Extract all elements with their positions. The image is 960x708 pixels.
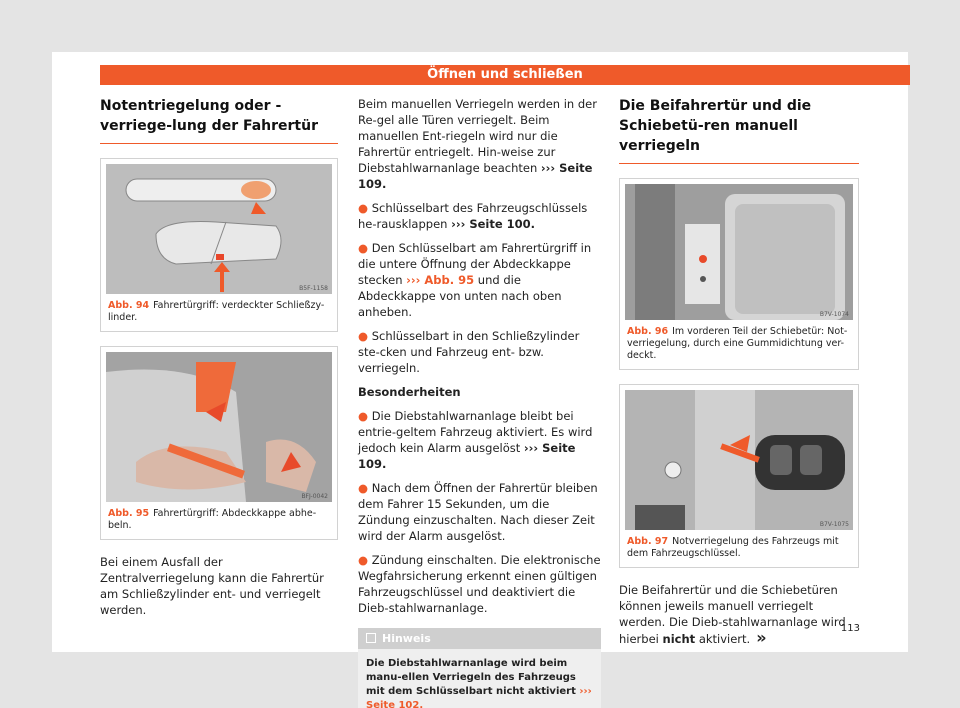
figure-96-image: B7V-1074 xyxy=(625,184,853,320)
page-ref[interactable]: ››› Seite 109. xyxy=(358,441,576,471)
bullet-icon: ● xyxy=(358,201,369,215)
column-3: Die Beifahrertür und die Schiebetü-ren m… xyxy=(619,96,859,655)
emphasis-text: nicht xyxy=(662,632,696,646)
door-handle-illustration xyxy=(106,164,332,294)
bullet-text: Die Diebstahlwarnanlage bleibt bei entri… xyxy=(358,409,593,455)
bullet-text: Schlüsselbart in den Schließzylinder ste… xyxy=(358,329,580,375)
info-icon xyxy=(366,633,376,643)
bullet-3: ● Schlüsselbart in den Schließzylinder s… xyxy=(358,328,601,376)
bullet-icon: ● xyxy=(358,481,369,495)
page-ref[interactable]: ››› Seite 109. xyxy=(358,161,593,191)
bullet-text: Schlüsselbart des Fahrzeugschlüssels he-… xyxy=(358,201,588,231)
col3-paragraph: Die Beifahrertür und die Schiebetüren kö… xyxy=(619,582,859,647)
figure-ref[interactable]: ››› Abb. 95 xyxy=(406,273,475,287)
subheading-besonderheiten: Besonderheiten xyxy=(358,385,461,399)
figure-code: B7V-1074 xyxy=(819,311,849,318)
bullet-icon: ● xyxy=(358,329,369,343)
figure-caption-text: Im vorderen Teil der Schiebetür: Not-ver… xyxy=(627,326,848,361)
bullet-icon: ● xyxy=(358,553,369,567)
figure-label: Abb. 95 xyxy=(108,508,150,519)
continue-icon: » xyxy=(756,628,767,647)
sliding-door-illustration xyxy=(625,184,853,320)
figure-label: Abb. 94 xyxy=(108,300,150,311)
figure-caption-text: Fahrertürgriff: verdeckter Schließzy-lin… xyxy=(108,300,325,323)
note-text: Die Diebstahlwarnanlage wird beim manu-e… xyxy=(366,658,576,697)
bullet-text: Zündung einschalten. Die elektronische W… xyxy=(358,553,601,615)
figure-97-image: B7V-1075 xyxy=(625,390,853,530)
figure-caption-text: Notverriegelung des Fahrzeugs mit dem Fa… xyxy=(627,536,839,559)
figure-caption-text: Fahrertürgriff: Abdeckkappe abhe-beln. xyxy=(108,508,317,531)
bullet-2: ● Den Schlüsselbart am Fahrertürgriff in… xyxy=(358,240,601,320)
paragraph-text: aktiviert. xyxy=(698,632,751,646)
intro-text: Beim manuellen Verriegeln werden in der … xyxy=(358,97,597,175)
bullet-5: ● Nach dem Öffnen der Fahrertür bleiben … xyxy=(358,480,601,544)
heading-notentriegelung: Notentriegelung oder -verriege-lung der … xyxy=(100,96,338,144)
bullet-text: und die Abdeckkappe von unten nach oben … xyxy=(358,273,562,319)
col1-paragraph: Bei einem Ausfall der Zentralverriegelun… xyxy=(100,555,324,617)
note-title-text: Hinweis xyxy=(382,632,431,645)
figure-code: B7V-1075 xyxy=(819,521,849,528)
column-2: Beim manuellen Verriegeln werden in der … xyxy=(358,96,601,708)
bullet-6: ● Zündung einschalten. Die elektronische… xyxy=(358,552,601,616)
note-box: Hinweis Die Diebstahlwarnanlage wird bei… xyxy=(358,628,601,708)
figure-label: Abb. 97 xyxy=(627,536,669,547)
bullet-4: ● Die Diebstahlwarnanlage bleibt bei ent… xyxy=(358,408,601,472)
page-ref[interactable]: ››› Seite 102. xyxy=(366,686,592,708)
figure-code: BFJ-0042 xyxy=(301,493,328,500)
column-1: Notentriegelung oder -verriege-lung der … xyxy=(100,96,338,626)
bullet-icon: ● xyxy=(358,241,369,255)
section-header: Öffnen und schließen xyxy=(100,65,910,85)
key-lock-illustration xyxy=(625,390,853,530)
page-number: 113 xyxy=(840,623,860,634)
bullet-icon: ● xyxy=(358,409,369,423)
paragraph-text: Die Beifahrertür und die Schiebetüren kö… xyxy=(619,583,846,646)
intro-paragraph: Beim manuellen Verriegeln werden in der … xyxy=(358,96,601,192)
note-title: Hinweis xyxy=(358,628,601,649)
cap-lift-illustration xyxy=(106,352,332,502)
figure-94-image: B5F-1158 xyxy=(106,164,332,294)
bullet-text: Den Schlüsselbart am Fahrertürgriff in d… xyxy=(358,241,592,287)
bullet-1: ● Schlüsselbart des Fahrzeugschlüssels h… xyxy=(358,200,601,232)
manual-page: Öffnen und schließen Notentriegelung ode… xyxy=(52,52,910,708)
figure-code: B5F-1158 xyxy=(299,285,328,292)
figure-label: Abb. 96 xyxy=(627,326,669,337)
figure-95-image: BFJ-0042 xyxy=(106,352,332,502)
note-body: Die Diebstahlwarnanlage wird beim manu-e… xyxy=(358,649,601,708)
heading-beifahrertuer: Die Beifahrertür und die Schiebetü-ren m… xyxy=(619,96,859,164)
page-ref[interactable]: ››› Seite 100. xyxy=(451,217,536,231)
bullet-text: Nach dem Öffnen der Fahrertür bleiben de… xyxy=(358,481,598,543)
